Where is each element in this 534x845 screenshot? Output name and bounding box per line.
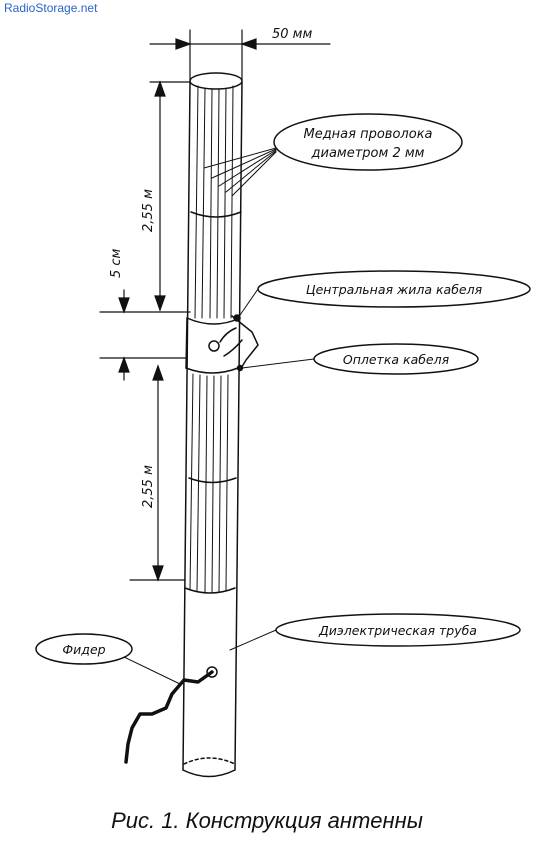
connection-collar <box>185 314 259 374</box>
callout-dielectric-tube: Диэлектрическая труба <box>229 613 521 651</box>
feeder-cable <box>124 666 218 764</box>
lower-length-label: 2,55 м <box>141 465 156 508</box>
diameter-label: 50 мм <box>272 27 312 42</box>
diameter-dimension: 50 мм <box>149 27 331 81</box>
center-conductor-label: Центральная жила кабеля <box>306 282 483 297</box>
feeder-label: Фидер <box>62 642 105 657</box>
callout-copper-wire: Медная проволока диаметром 2 мм <box>203 113 463 197</box>
lower-copper-wires <box>184 373 237 594</box>
watermark: RadioStorage.net <box>4 1 98 15</box>
copper-wire-label-line-2: диаметром 2 мм <box>311 146 425 161</box>
callout-cable-braid: Оплетка кабеля <box>241 343 479 375</box>
upper-length-dimension: 2,55 м <box>141 80 191 312</box>
callout-feeder: Фидер <box>35 633 181 685</box>
lower-length-dimension: 2,55 м <box>129 364 186 582</box>
gap-dimension: 5 см <box>99 248 191 381</box>
upper-length-label: 2,55 м <box>141 189 156 232</box>
cable-braid-label: Оплетка кабеля <box>343 352 450 367</box>
dielectric-tube <box>182 72 243 778</box>
dielectric-tube-label: Диэлектрическая труба <box>318 623 477 638</box>
gap-label: 5 см <box>109 248 124 278</box>
callout-center-conductor: Центральная жила кабеля <box>237 270 531 319</box>
copper-wire-label-line-1: Медная проволока <box>303 127 432 142</box>
figure-caption: Рис. 1. Конструкция антенны <box>111 808 423 833</box>
upper-copper-wires <box>190 85 242 319</box>
